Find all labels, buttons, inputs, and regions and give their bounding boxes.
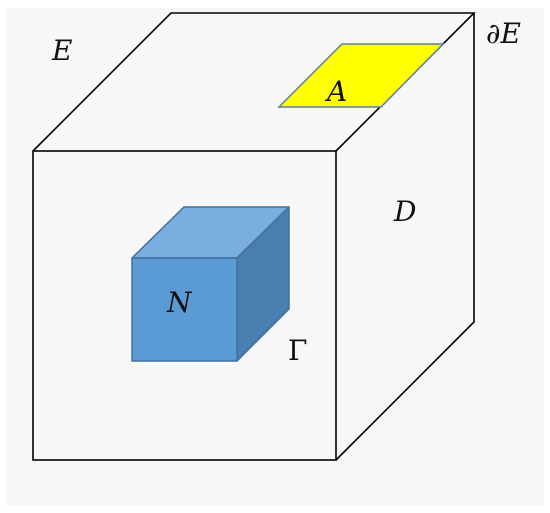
inner-cube-N <box>131 206 290 362</box>
label-E: E <box>51 34 72 67</box>
inner-cube-front-face <box>131 257 238 362</box>
label-boundary-E: ∂E <box>486 17 521 50</box>
label-A: A <box>324 75 347 108</box>
label-N: N <box>166 286 193 319</box>
label-Gamma: Γ <box>288 334 307 367</box>
region-A-patch <box>277 43 445 108</box>
outer-cube-side-edges <box>335 13 475 461</box>
label-D: D <box>393 195 416 228</box>
outer-cube-front-face <box>32 150 337 461</box>
